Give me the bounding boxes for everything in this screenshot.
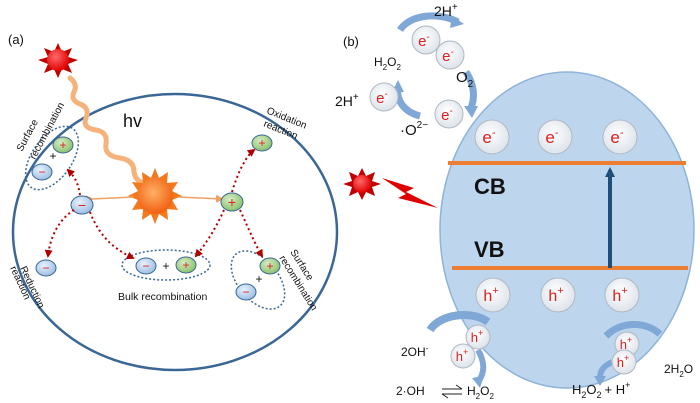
svg-text:e-: e-: [545, 127, 558, 147]
panel-a: (a) hv − +: [7, 32, 339, 372]
cycle-arrow-left: [394, 87, 422, 120]
oxidation-left: h+ h+ 2OH- 2·OH H2O2: [396, 311, 494, 401]
panel-b-label: (b): [343, 34, 359, 49]
superoxide-label: ·O2−: [400, 120, 428, 139]
excitation-arrow-right: [177, 194, 224, 203]
migration-arrows: [44, 148, 264, 260]
svg-text:−: −: [38, 165, 45, 179]
svg-text:h+: h+: [617, 353, 630, 370]
svg-text:e-: e-: [441, 106, 453, 124]
svg-text:+: +: [182, 258, 189, 272]
o2-label: O2: [456, 69, 474, 90]
cycle-electron: e-: [435, 40, 465, 70]
svg-text:+: +: [162, 259, 169, 273]
vb-holes: h+ h+ h+: [475, 277, 640, 313]
svg-text:+: +: [255, 272, 262, 286]
cycle-electron: e-: [411, 25, 441, 55]
svg-text:−: −: [242, 285, 249, 299]
svg-text:e-: e-: [418, 32, 430, 50]
svg-text:e-: e-: [442, 47, 454, 65]
cb-electron: e-: [474, 119, 510, 155]
svg-text:e-: e-: [482, 127, 495, 147]
equilibrium-arrows: [441, 384, 463, 399]
panel-b: (b) CB VB e- e- e-: [335, 2, 695, 401]
svg-text:+: +: [228, 194, 236, 210]
cb-electron: e-: [602, 119, 638, 155]
two-h-plus-top: 2H+: [434, 2, 458, 19]
vb-hole: h+: [540, 277, 576, 313]
oxidation-hole: h+: [450, 343, 476, 369]
red-sun-b-icon: [343, 168, 381, 200]
svg-text:h+: h+: [620, 335, 633, 352]
electron-particle: −: [70, 195, 94, 215]
reduction-electron: −: [35, 259, 57, 277]
oxidation-hole: h+: [611, 349, 637, 375]
bulk-recombination-group: − + +: [121, 249, 211, 281]
cb-electron: e-: [537, 119, 573, 155]
bulk-recombination-label: Bulk recombination: [118, 291, 207, 303]
panel-a-label: (a): [8, 32, 24, 47]
svg-text:h+: h+: [471, 328, 484, 345]
reduction-cycle: e- e- e- e- 2H+ H2O2 O2 2H+ ·O2−: [335, 2, 478, 139]
orange-sun-icon: [128, 168, 182, 224]
surface-recombination-right: + + −: [230, 250, 286, 310]
svg-text:+: +: [59, 138, 66, 152]
two-h-plus-left: 2H+: [335, 92, 359, 109]
vb-label: VB: [474, 237, 505, 262]
two-oh-minus: 2OH-: [401, 344, 429, 359]
two-h2o: 2H2O: [664, 362, 693, 379]
particle-ellipse: [11, 92, 339, 372]
svg-text:+: +: [266, 259, 273, 273]
svg-text:e-: e-: [610, 127, 623, 147]
excitation-arrow-left: [85, 195, 134, 204]
vb-hole: h+: [475, 277, 511, 313]
svg-text:−: −: [42, 261, 49, 275]
h2o2-top: H2O2: [374, 55, 401, 72]
cb-label: CB: [474, 174, 506, 199]
svg-text:−: −: [142, 259, 149, 273]
cycle-electron: e-: [434, 99, 464, 129]
h2o2-plus-h: H2O2+ H+: [572, 380, 630, 400]
two-oh-radical: 2·OH: [396, 384, 425, 398]
svg-text:h+: h+: [456, 347, 469, 364]
vb-hole: h+: [604, 277, 640, 313]
svg-text:h+: h+: [612, 285, 627, 305]
oxidation-hole: +: [251, 134, 273, 152]
oxidation-right: h+ h+ 2H2O H2O2+ H+: [572, 320, 693, 400]
oxidation-hole: h+: [465, 324, 491, 350]
h2o2-bottom: H2O2: [467, 384, 494, 401]
lightning-icon: [382, 178, 438, 208]
cb-electrons: e- e- e-: [474, 119, 638, 155]
cycle-electron: e-: [369, 82, 399, 112]
light-beam: [67, 75, 153, 187]
svg-text:+: +: [258, 136, 265, 150]
red-sun-icon: [38, 43, 78, 78]
hole-particle: +: [220, 192, 244, 212]
svg-text:e-: e-: [376, 89, 388, 107]
svg-text:h+: h+: [548, 285, 563, 305]
svg-text:−: −: [78, 197, 86, 213]
svg-text:h+: h+: [483, 285, 498, 305]
svg-text:+: +: [49, 149, 56, 163]
hv-label: hv: [123, 111, 142, 131]
